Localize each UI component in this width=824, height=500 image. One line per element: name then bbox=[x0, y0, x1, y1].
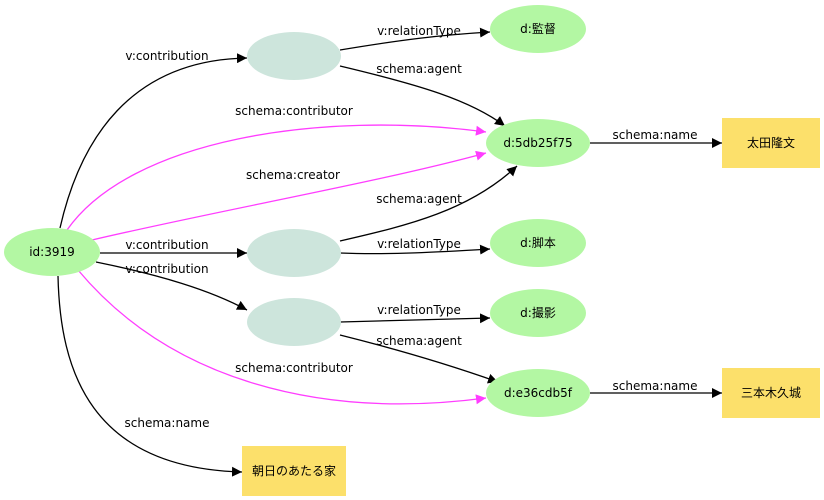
edge-contribution-1 bbox=[59, 53, 248, 229]
edge-name-title bbox=[57, 275, 243, 477]
edge-agent-2 bbox=[339, 165, 518, 242]
node-kyakuhon[interactable]: d:脚本 bbox=[490, 219, 586, 267]
node-label-satsuei: d:撮影 bbox=[520, 306, 556, 320]
node-title-literal[interactable]: 朝日のあたる家 bbox=[242, 446, 346, 496]
node-satsuei[interactable]: d:撮影 bbox=[490, 289, 586, 337]
edge-label-reltype-1: v:relationType bbox=[377, 24, 461, 38]
edge-reltype-1 bbox=[339, 27, 491, 51]
edge-label-agent-1: schema:agent bbox=[376, 62, 462, 76]
edge-label-contributor-1: schema:contributor bbox=[235, 104, 353, 118]
node-label-mimoto: 三本木久城 bbox=[741, 386, 801, 400]
edge-creator bbox=[91, 150, 487, 241]
edge-labels: v:contribution schema:contributor schema… bbox=[125, 24, 698, 430]
edge-label-reltype-2: v:relationType bbox=[377, 237, 461, 251]
edge-contribution-3 bbox=[95, 261, 248, 311]
node-e36cdb5f[interactable]: d:e36cdb5f bbox=[486, 369, 590, 417]
edge-label-name-1: schema:name bbox=[613, 128, 698, 142]
node-label-ota: 太田隆文 bbox=[747, 135, 795, 150]
edge-reltype-3 bbox=[339, 313, 491, 324]
node-label-title: 朝日のあたる家 bbox=[252, 463, 336, 478]
edge-label-contributor-2: schema:contributor bbox=[235, 361, 353, 375]
node-label-5db25f75: d:5db25f75 bbox=[503, 136, 572, 150]
edge-label-name-2: schema:name bbox=[613, 379, 698, 393]
node-label-kantoku: d:監督 bbox=[520, 21, 556, 36]
edges bbox=[57, 27, 722, 477]
edge-label-name-title: schema:name bbox=[125, 416, 210, 430]
edge-label-contribution-3: v:contribution bbox=[125, 262, 208, 276]
edge-reltype-2 bbox=[339, 244, 491, 255]
node-label-e36cdb5f: d:e36cdb5f bbox=[504, 386, 573, 400]
node-blank-3[interactable] bbox=[247, 298, 341, 346]
edge-contributor-2 bbox=[77, 269, 487, 405]
node-label-id3919: id:3919 bbox=[29, 245, 75, 259]
nodes: id:3919 d:監督 d:5db25f75 d:脚本 d:撮影 bbox=[4, 5, 820, 496]
edge-label-reltype-3: v:relationType bbox=[377, 303, 461, 317]
node-blank-2[interactable] bbox=[247, 229, 341, 277]
edge-agent-3 bbox=[339, 334, 499, 384]
edge-label-agent-3: schema:agent bbox=[376, 334, 462, 348]
edge-contributor-1 bbox=[66, 124, 487, 231]
edge-label-contribution-2: v:contribution bbox=[125, 238, 208, 252]
node-label-kyakuhon: d:脚本 bbox=[520, 235, 556, 250]
edge-label-agent-2: schema:agent bbox=[376, 192, 462, 206]
node-id3919[interactable]: id:3919 bbox=[4, 228, 100, 276]
node-5db25f75[interactable]: d:5db25f75 bbox=[486, 119, 590, 167]
edge-label-creator: schema:creator bbox=[246, 168, 340, 182]
node-kantoku[interactable]: d:監督 bbox=[490, 5, 586, 53]
node-mimoto-literal[interactable]: 三本木久城 bbox=[722, 368, 820, 418]
edge-label-contribution-1: v:contribution bbox=[125, 49, 208, 63]
edge-agent-1 bbox=[339, 65, 506, 127]
node-blank-1[interactable] bbox=[247, 32, 341, 80]
node-ota-literal[interactable]: 太田隆文 bbox=[722, 118, 820, 168]
